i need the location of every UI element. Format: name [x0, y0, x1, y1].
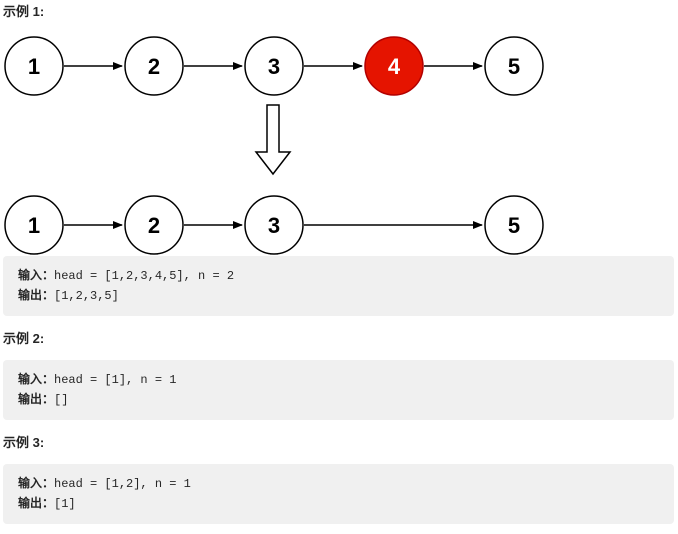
after-node-5-label: 5 — [508, 213, 520, 238]
example-3-input-line: 输入：head = [1,2], n = 1 — [18, 476, 191, 492]
after-node-5: 5 — [484, 195, 544, 255]
example-3-output-line: 输出：[1] — [18, 496, 76, 512]
after-node-3: 3 — [244, 195, 304, 255]
example-2-output-line: 输出：[] — [18, 392, 68, 408]
before-node-4-removed: 4 — [364, 36, 424, 96]
input-value: head = [1,2], n = 1 — [54, 477, 191, 491]
output-label: 输出： — [18, 288, 55, 302]
example-2-title: 示例 2: — [3, 331, 45, 346]
linked-list-diagram: 1 2 3 4 5 1 2 3 5 — [4, 36, 544, 255]
before-node-1-label: 1 — [28, 54, 40, 79]
example-1-code-block: 输入：head = [1,2,3,4,5], n = 2 输出：[1,2,3,5… — [3, 256, 674, 316]
output-label: 输出： — [18, 496, 55, 510]
output-value: [1,2,3,5] — [54, 289, 119, 303]
before-node-3-label: 3 — [268, 54, 280, 79]
before-node-2-label: 2 — [148, 54, 160, 79]
input-value: head = [1,2,3,4,5], n = 2 — [54, 269, 235, 283]
after-node-3-label: 3 — [268, 213, 280, 238]
example-3-title: 示例 3: — [3, 435, 45, 450]
example-2-input-line: 输入：head = [1], n = 1 — [18, 372, 176, 388]
after-node-2-label: 2 — [148, 213, 160, 238]
example-2-code-block: 输入：head = [1], n = 1 输出：[] — [3, 360, 674, 420]
before-node-1: 1 — [4, 36, 64, 96]
example-1-title: 示例 1: — [3, 4, 45, 19]
output-value: [] — [54, 393, 69, 407]
before-node-2: 2 — [124, 36, 184, 96]
transform-down-arrow-icon — [254, 104, 292, 176]
after-node-2: 2 — [124, 195, 184, 255]
before-node-4-label: 4 — [388, 54, 401, 79]
after-node-1: 1 — [4, 195, 64, 255]
before-node-5-label: 5 — [508, 54, 520, 79]
input-label: 输入： — [18, 476, 55, 490]
output-value: [1] — [54, 497, 76, 511]
before-node-5: 5 — [484, 36, 544, 96]
output-label: 输出： — [18, 392, 55, 406]
input-label: 输入： — [18, 372, 55, 386]
example-3-code-block: 输入：head = [1,2], n = 1 输出：[1] — [3, 464, 674, 524]
example-1-input-line: 输入：head = [1,2,3,4,5], n = 2 — [18, 268, 234, 284]
before-node-3: 3 — [244, 36, 304, 96]
after-node-1-label: 1 — [28, 213, 40, 238]
input-value: head = [1], n = 1 — [54, 373, 177, 387]
input-label: 输入： — [18, 268, 55, 282]
example-1-output-line: 输出：[1,2,3,5] — [18, 288, 119, 304]
